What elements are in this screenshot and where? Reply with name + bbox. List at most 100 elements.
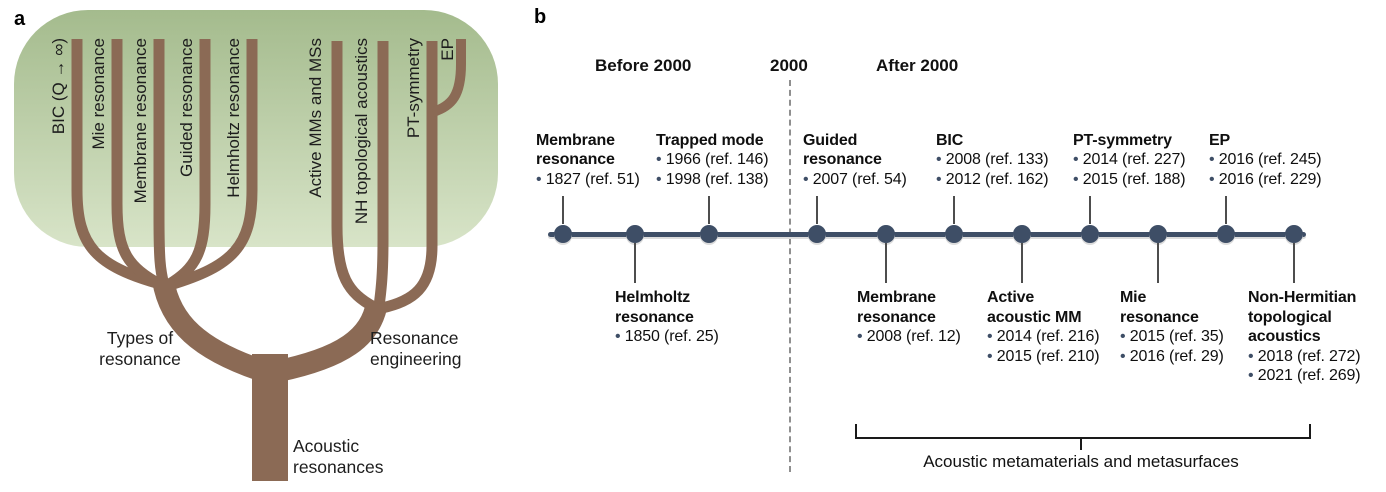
- branch-active-mm: [331, 41, 377, 312]
- event-entry: 2018 (ref. 272): [1248, 347, 1361, 367]
- event-name: Non-Hermitian: [1248, 289, 1357, 306]
- event-helmholtz-resonance: Helmholtz resonance 1850 (ref. 25): [615, 288, 719, 347]
- connector-line: [1293, 243, 1295, 283]
- timeline-node: [1285, 225, 1303, 243]
- root-label-line2: resonances: [293, 457, 384, 477]
- branch-label-guided: Guided resonance: [177, 38, 196, 177]
- branch-membrane: [153, 39, 170, 287]
- event-name: EP: [1209, 131, 1231, 149]
- event-trapped-mode: Trapped mode 1966 (ref. 146) 1998 (ref. …: [656, 131, 769, 190]
- connector-line: [1089, 196, 1091, 224]
- event-name: resonance: [803, 151, 882, 168]
- event-name: acoustic MM: [987, 308, 1082, 326]
- event-name: Membrane: [536, 131, 615, 149]
- event-pt-symmetry: PT-symmetry 2014 (ref. 227) 2015 (ref. 1…: [1073, 131, 1186, 190]
- event-mie-resonance: Mie resonance 2015 (ref. 35) 2016 (ref. …: [1120, 288, 1224, 366]
- event-active-acoustic-mm: Active acoustic MM 2014 (ref. 216) 2015 …: [987, 288, 1100, 367]
- event-nh-topological-acoustics: Non-Hermitian topological acoustics 2018…: [1248, 288, 1361, 386]
- timeline-node: [1149, 225, 1167, 243]
- panel-b-letter: b: [534, 6, 547, 28]
- branch-label-pt-symmetry: PT-symmetry: [404, 38, 423, 139]
- branch-label-active-mm: Active MMs and MSs: [306, 38, 325, 198]
- arm-right: [271, 300, 388, 383]
- header-2000: 2000: [770, 56, 808, 75]
- timeline-node: [700, 225, 718, 243]
- timeline-node: [626, 225, 644, 243]
- timeline-node: [945, 225, 963, 243]
- event-name: resonance: [1120, 308, 1199, 326]
- event-entry: 2016 (ref. 29): [1120, 347, 1224, 367]
- branch-nh-topological: [373, 41, 389, 308]
- timeline-node: [554, 225, 572, 243]
- event-name: Active: [987, 289, 1035, 306]
- left-group-label-line1: Types of: [107, 328, 173, 348]
- event-name: PT-symmetry: [1073, 131, 1172, 149]
- connector-line: [953, 196, 955, 224]
- connector-line: [1225, 196, 1227, 224]
- event-entry: 2008 (ref. 133): [936, 150, 1049, 170]
- event-entry: 2016 (ref. 229): [1209, 170, 1322, 190]
- timeline-node: [1013, 225, 1031, 243]
- branch-bic: [71, 39, 162, 290]
- timeline-axis: [548, 232, 1306, 237]
- header-after-2000: After 2000: [876, 56, 959, 75]
- event-name: Membrane: [857, 289, 936, 306]
- branch-label-membrane: Membrane resonance: [131, 38, 150, 203]
- panel-a-letter: a: [14, 8, 26, 30]
- event-bic: BIC 2008 (ref. 133) 2012 (ref. 162): [936, 131, 1049, 190]
- resonance-tree-diagram: BIC (Q → ∞) Mie resonance Membrane reson…: [14, 10, 498, 481]
- event-name: resonance: [536, 151, 615, 168]
- timeline-node: [1081, 225, 1099, 243]
- event-name: topological: [1248, 308, 1332, 326]
- event-name: Helmholtz: [615, 289, 691, 306]
- connector-line: [1021, 243, 1023, 283]
- event-name: Trapped mode: [656, 131, 764, 149]
- event-entry: 2015 (ref. 35): [1120, 327, 1224, 347]
- connector-line: [1157, 243, 1159, 283]
- event-membrane-resonance-2008: Membrane resonance 2008 (ref. 12): [857, 288, 961, 347]
- connector-line: [562, 196, 564, 224]
- event-entry: 1966 (ref. 146): [656, 150, 769, 170]
- metamaterials-brace-tick: [1080, 437, 1082, 450]
- event-name: Mie: [1120, 289, 1147, 306]
- event-entry: 2021 (ref. 269): [1248, 366, 1361, 386]
- left-group-label-line2: resonance: [99, 349, 181, 369]
- connector-line: [634, 243, 636, 283]
- header-before-2000: Before 2000: [595, 56, 692, 75]
- branch-label-ep: EP: [438, 38, 457, 61]
- event-name: resonance: [615, 308, 694, 326]
- event-entry: 2015 (ref. 188): [1073, 170, 1186, 190]
- event-entry: 2012 (ref. 162): [936, 170, 1049, 190]
- tree-branches: [71, 39, 466, 481]
- event-membrane-resonance-1827: Membrane resonance 1827 (ref. 51): [536, 131, 640, 190]
- event-entry: 1998 (ref. 138): [656, 170, 769, 190]
- event-name: acoustics: [1248, 328, 1321, 345]
- branch-label-helmholtz: Helmholtz resonance: [224, 38, 243, 198]
- branch-mie: [111, 39, 164, 290]
- timeline-node: [808, 225, 826, 243]
- branch-label-bic: BIC (Q → ∞): [49, 38, 68, 134]
- event-name: resonance: [857, 308, 936, 326]
- connector-line: [885, 243, 887, 283]
- branch-label-mie: Mie resonance: [89, 38, 108, 150]
- year-2000-divider: [789, 80, 791, 472]
- metamaterials-brace-label: Acoustic metamaterials and metasurfaces: [923, 452, 1239, 471]
- event-entry: 2007 (ref. 54): [803, 170, 907, 190]
- arm-left: [152, 277, 270, 383]
- event-guided-resonance: Guided resonance 2007 (ref. 54): [803, 131, 907, 190]
- branch-pt-symmetry: [380, 41, 438, 314]
- event-entry: 2015 (ref. 210): [987, 347, 1100, 367]
- event-entry: 2016 (ref. 245): [1209, 150, 1322, 170]
- event-entry: 2008 (ref. 12): [857, 327, 961, 347]
- branch-label-nh-topological: NH topological acoustics: [352, 38, 371, 224]
- event-entry: 2014 (ref. 216): [987, 327, 1100, 347]
- event-name: BIC: [936, 131, 964, 149]
- timeline-node: [1217, 225, 1235, 243]
- event-name: Guided: [803, 131, 858, 149]
- timeline-node: [877, 225, 895, 243]
- root-label-line1: Acoustic: [293, 436, 359, 456]
- event-entry: 1850 (ref. 25): [615, 327, 719, 347]
- event-entry: 2014 (ref. 227): [1073, 150, 1186, 170]
- branch-helmholtz: [168, 39, 258, 291]
